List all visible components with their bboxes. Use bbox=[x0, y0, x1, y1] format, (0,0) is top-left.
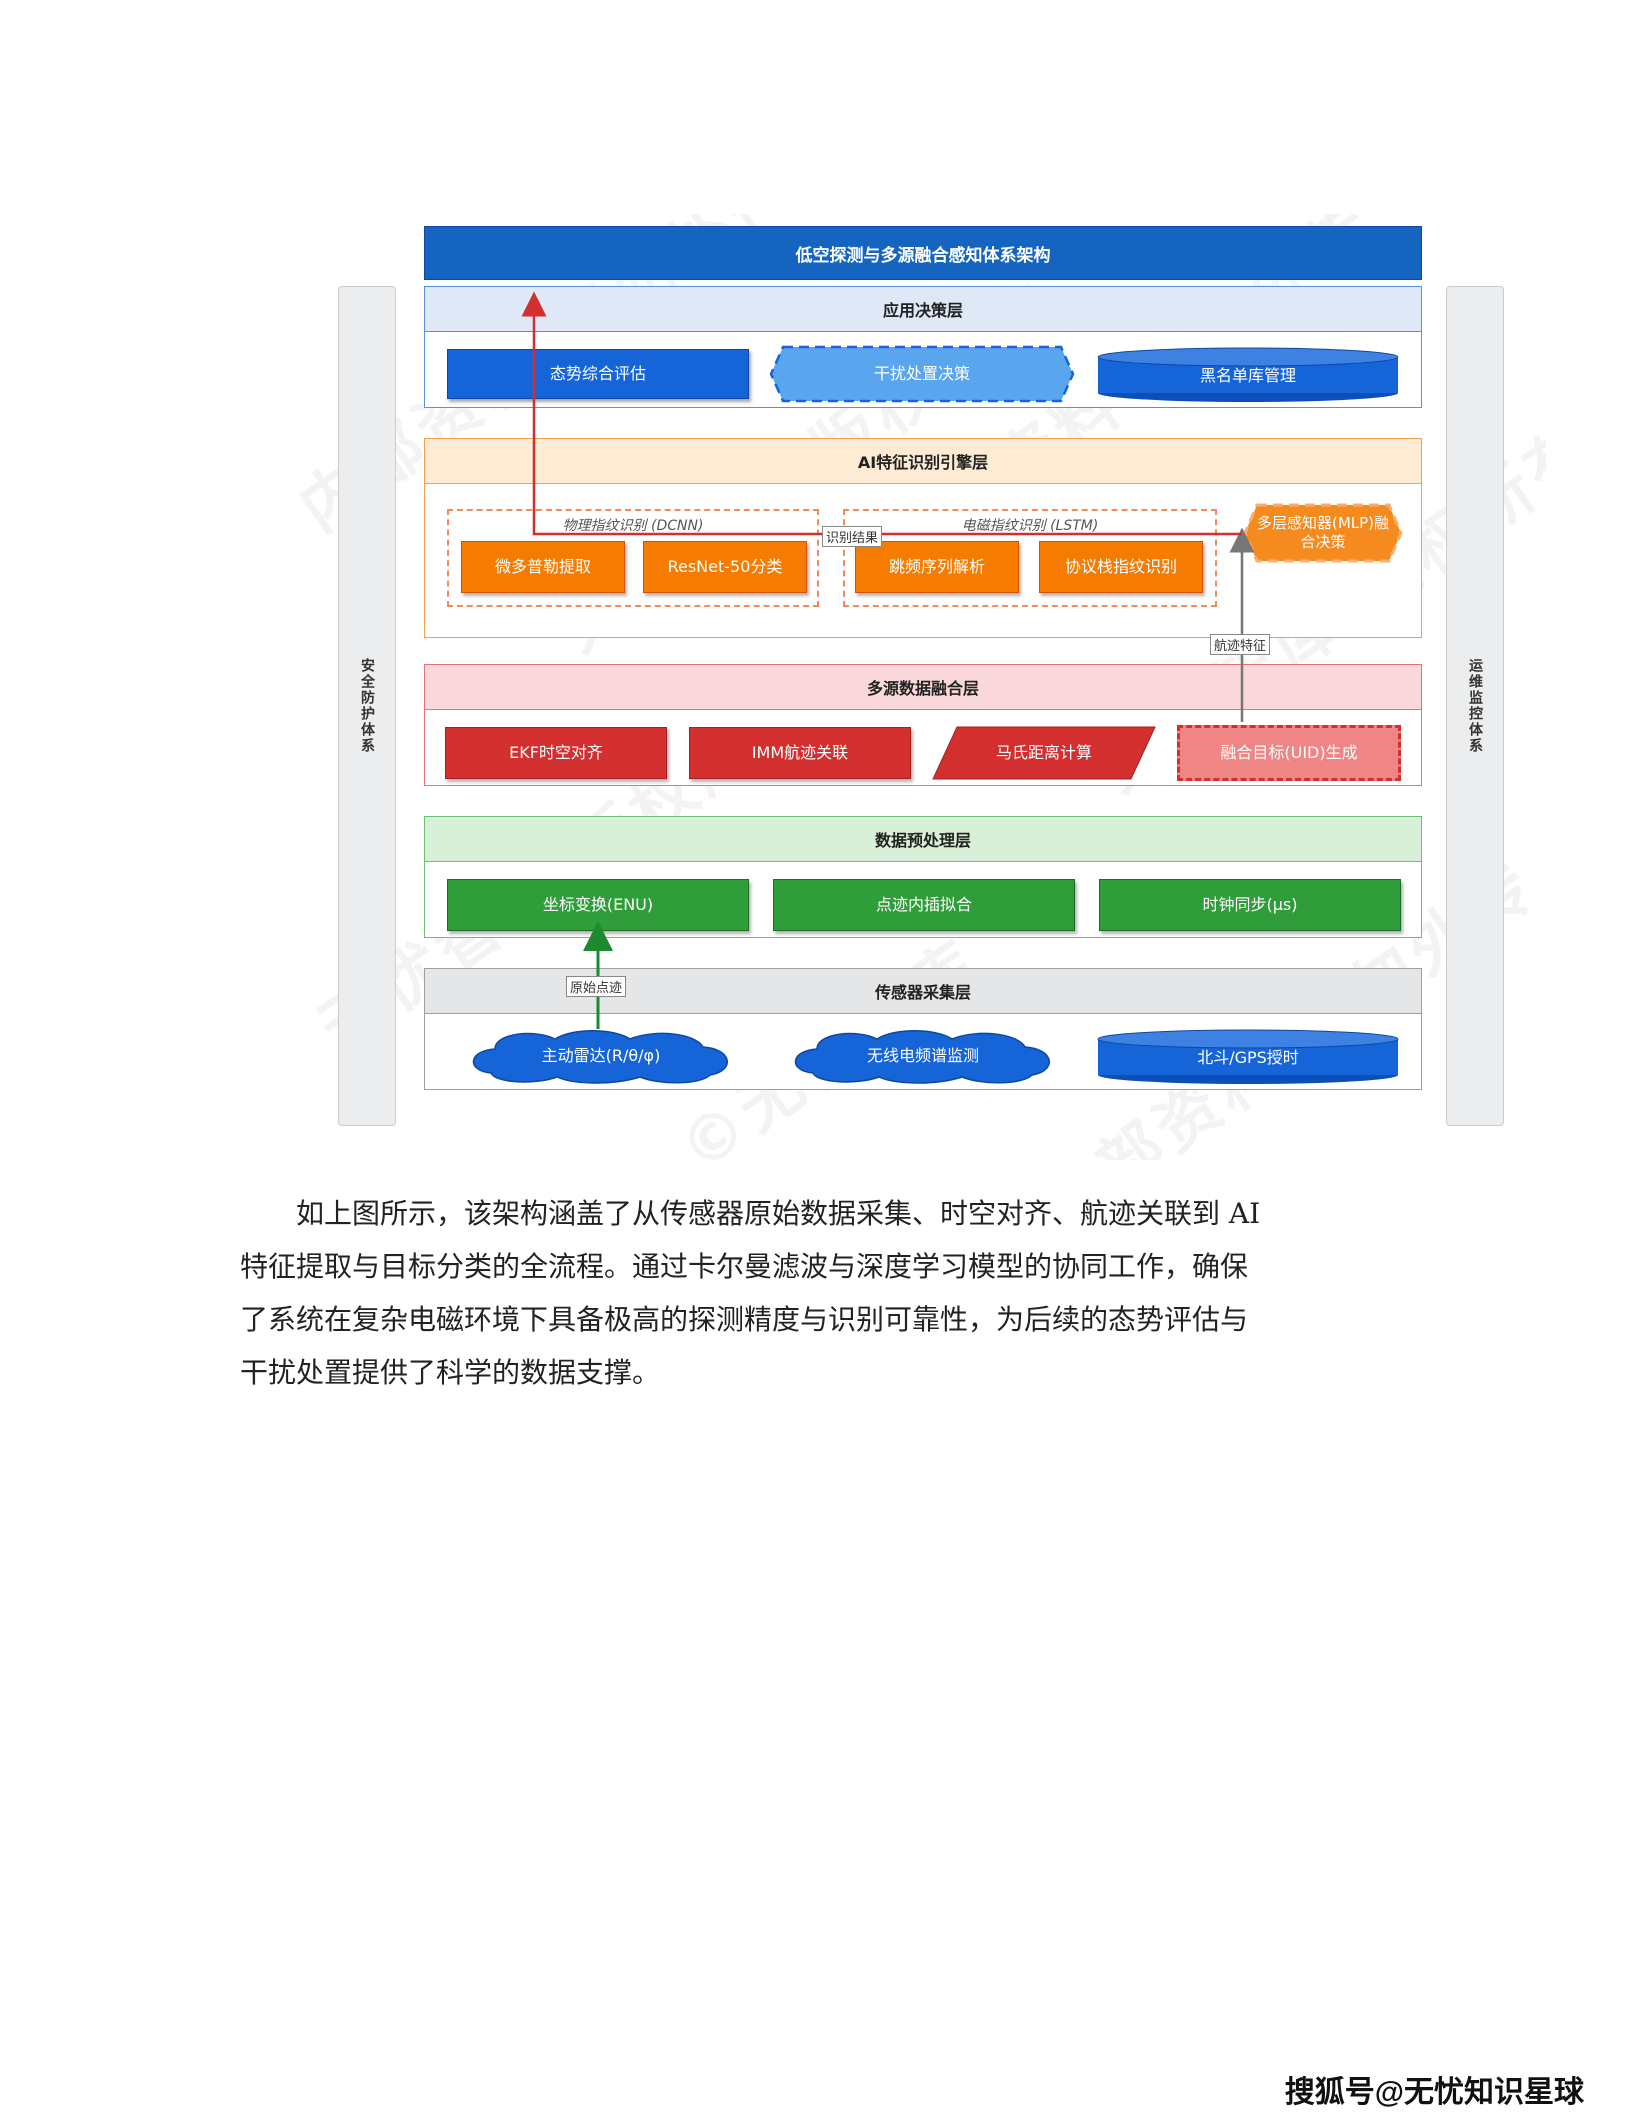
uid-box: 融合目标(UID)生成 bbox=[1177, 725, 1401, 781]
fusion-layer: 多源数据融合层 EKF时空对齐 IMM航迹关联 马氏距离计算 融合目标(UID)… bbox=[424, 664, 1422, 786]
micro-doppler-box: 微多普勒提取 bbox=[461, 541, 625, 593]
jamming-decision-shape bbox=[769, 345, 1075, 403]
ops-monitoring-column: 运维监控体系 bbox=[1446, 286, 1504, 1126]
fusion-layer-title: 多源数据融合层 bbox=[425, 665, 1421, 710]
physical-fingerprint-group: 物理指纹识别 (DCNN) 微多普勒提取 ResNet-50分类 bbox=[447, 509, 819, 607]
paragraph-line-3: 了系统在复杂电磁环境下具备极高的探测精度与识别可靠性，为后续的态势评估与 bbox=[240, 1303, 1249, 1336]
mahalanobis-label: 马氏距离计算 bbox=[995, 743, 1092, 762]
ekf-box: EKF时空对齐 bbox=[445, 727, 667, 779]
connectors bbox=[521, 291, 1255, 1029]
diagram-title: 低空探测与多源融合感知体系架构 bbox=[424, 226, 1422, 280]
app-layer-title: 应用决策层 bbox=[425, 287, 1421, 332]
preprocess-layer-title: 数据预处理层 bbox=[425, 817, 1421, 862]
paragraph-line-4: 干扰处置提供了科学的数据支撑。 bbox=[240, 1356, 661, 1389]
spectrum-cloud-shape bbox=[794, 1030, 1050, 1084]
result-arrow bbox=[521, 291, 1242, 536]
result-label: 识别结果 bbox=[822, 526, 883, 547]
mahalanobis-shape bbox=[932, 726, 1156, 780]
clock-sync-box: 时钟同步(μs) bbox=[1099, 879, 1401, 931]
ops-monitoring-label: 运维监控体系 bbox=[1467, 658, 1483, 754]
em-fingerprint-group: 电磁指纹识别 (LSTM) 跳频序列解析 协议栈指纹识别 bbox=[843, 509, 1217, 607]
app-layer: 应用决策层 态势综合评估 干扰处置决策 黑名单库管理 bbox=[424, 286, 1422, 408]
resnet-box: ResNet-50分类 bbox=[643, 541, 807, 593]
beidou-label: 北斗/GPS授时 bbox=[1197, 1048, 1299, 1067]
em-fingerprint-label: 电磁指纹识别 (LSTM) bbox=[961, 518, 1099, 534]
footer-credit: 搜狐号@无忧知识星球 bbox=[1284, 2076, 1584, 2109]
beidou-db-shape bbox=[1097, 1029, 1399, 1084]
raw-track-label: 原始点迹 bbox=[566, 976, 627, 997]
security-system-label: 安全防护体系 bbox=[359, 658, 375, 754]
jamming-decision-label: 干扰处置决策 bbox=[873, 364, 970, 383]
physical-fingerprint-label: 物理指纹识别 (DCNN) bbox=[562, 518, 704, 534]
imm-box: IMM航迹关联 bbox=[689, 727, 911, 779]
mlp-label: 多层感知器(MLP)融合决策 bbox=[1256, 514, 1390, 551]
ai-layer: AI特征识别引擎层 物理指纹识别 (DCNN) 微多普勒提取 ResNet-50… bbox=[424, 438, 1422, 638]
situation-assessment-box: 态势综合评估 bbox=[447, 349, 749, 399]
enu-box: 坐标变换(ENU) bbox=[447, 879, 749, 931]
radar-cloud-shape bbox=[472, 1030, 728, 1084]
architecture-diagram: 内部资料 请勿外传 无忧智库 版权所有 内部资料 请勿外传 无忧智库 版权所有 … bbox=[298, 214, 1546, 1160]
preprocess-layer: 数据预处理层 坐标变换(ENU) 点迹内插拟合 时钟同步(μs) bbox=[424, 816, 1422, 938]
paragraph-line-1: 如上图所示，该架构涵盖了从传感器原始数据采集、时空对齐、航迹关联到 AI bbox=[296, 1197, 1261, 1230]
blacklist-db-label: 黑名单库管理 bbox=[1199, 366, 1296, 385]
paragraph-line-2: 特征提取与目标分类的全流程。通过卡尔曼滤波与深度学习模型的协同工作，确保 bbox=[240, 1250, 1249, 1283]
radar-label: 主动雷达(R/θ/φ) bbox=[541, 1046, 661, 1065]
fh-sequence-box: 跳频序列解析 bbox=[855, 541, 1019, 593]
protocol-fingerprint-box: 协议栈指纹识别 bbox=[1039, 541, 1203, 593]
spectrum-label: 无线电频谱监测 bbox=[866, 1046, 979, 1065]
track-feature-label: 航迹特征 bbox=[1210, 634, 1271, 655]
blacklist-db-shape bbox=[1097, 347, 1399, 402]
interpolation-box: 点迹内插拟合 bbox=[773, 879, 1075, 931]
ai-layer-title: AI特征识别引擎层 bbox=[425, 439, 1421, 484]
security-system-column: 安全防护体系 bbox=[338, 286, 396, 1126]
